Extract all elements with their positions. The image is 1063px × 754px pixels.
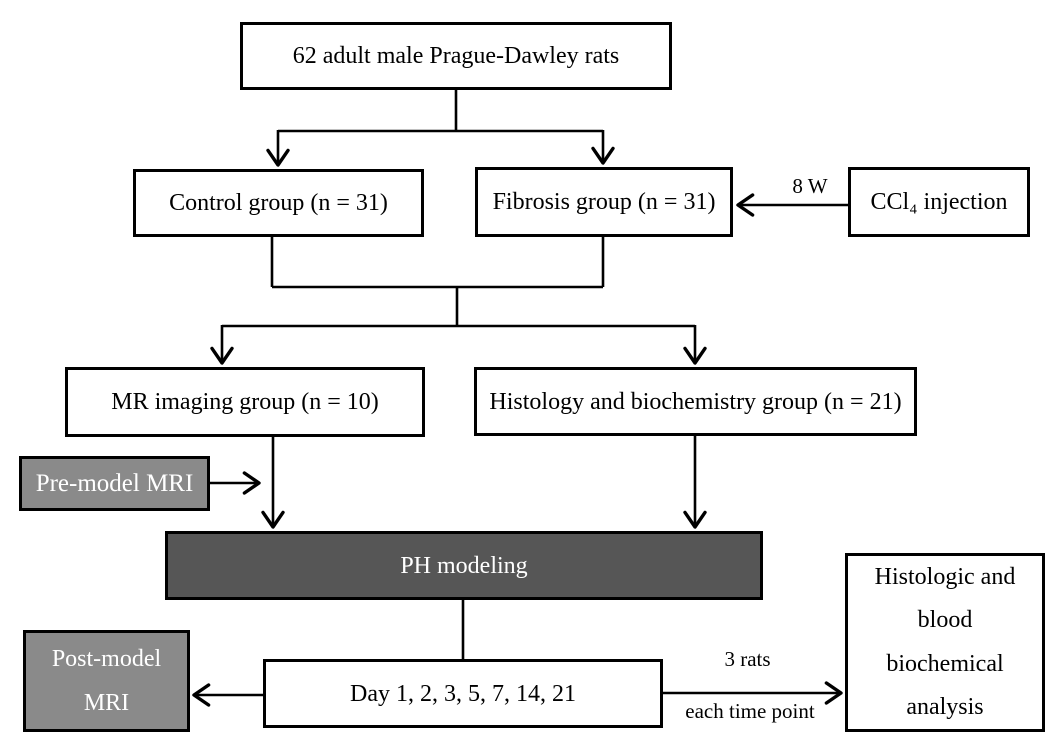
edge-label-8-weeks: 8 W	[792, 174, 828, 198]
node-control-group: Control group (n = 31)	[133, 169, 424, 237]
node-histology-biochemistry-group: Histology and biochemistry group (n = 21…	[474, 367, 917, 436]
node-premodel-mri: Pre-model MRI	[19, 456, 210, 511]
node-mr-imaging-group: MR imaging group (n = 10)	[65, 367, 425, 437]
node-timepoints: Day 1, 2, 3, 5, 7, 14, 21	[263, 659, 663, 728]
node-histologic-blood-analysis: Histologic and blood biochemical analysi…	[845, 553, 1045, 732]
node-total-rats: 62 adult male Prague-Dawley rats	[240, 22, 672, 90]
node-postmodel-mri: Post-model MRI	[23, 630, 190, 732]
edge-label-3-rats: 3 rats	[724, 647, 771, 671]
node-fibrosis-group: Fibrosis group (n = 31)	[475, 167, 733, 237]
node-ccl4-injection: CCl₄ injection	[848, 167, 1030, 237]
edge-label-each-time-point: each time point	[685, 699, 815, 723]
node-ph-modeling: PH modeling	[165, 531, 763, 600]
